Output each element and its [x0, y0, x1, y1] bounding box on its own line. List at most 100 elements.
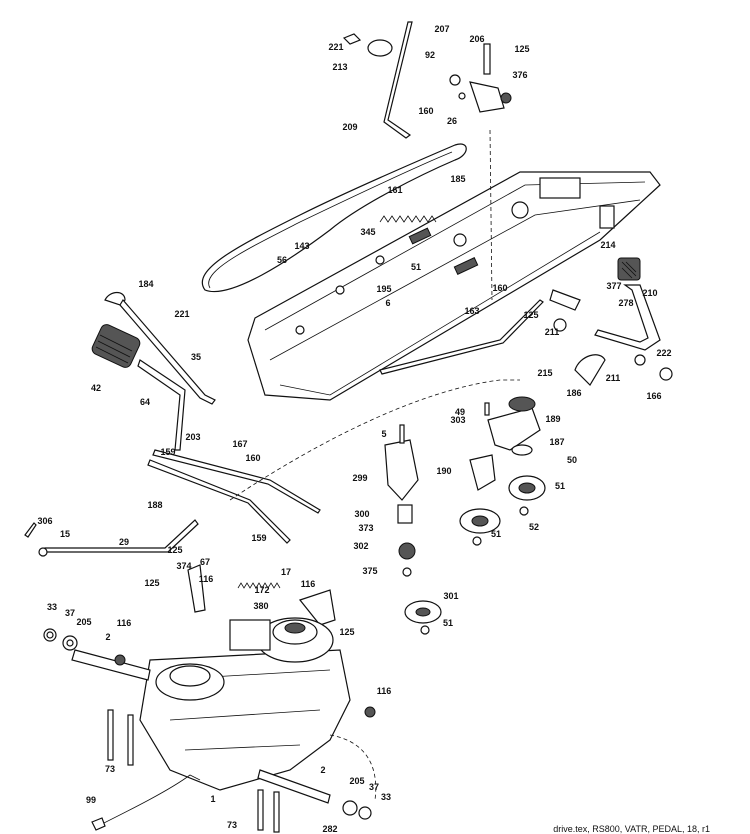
callout-207: 207	[434, 24, 449, 34]
idler-assembly	[384, 396, 546, 635]
callout-159: 159	[160, 447, 175, 457]
callout-15: 15	[60, 529, 70, 539]
callout-373: 373	[358, 523, 373, 533]
callout-190: 190	[436, 466, 451, 476]
callout-166: 166	[646, 391, 661, 401]
callout-167: 167	[232, 439, 247, 449]
callout-125: 125	[514, 44, 529, 54]
callout-125: 125	[523, 310, 538, 320]
callout-125: 125	[144, 578, 159, 588]
callout-2: 2	[320, 765, 325, 775]
callout-52: 52	[529, 522, 539, 532]
callout-37: 37	[65, 608, 75, 618]
callout-306: 306	[37, 516, 52, 526]
callout-160: 160	[418, 106, 433, 116]
callout-5: 5	[381, 429, 386, 439]
callout-209: 209	[342, 122, 357, 132]
callout-302: 302	[353, 541, 368, 551]
frame	[247, 171, 661, 401]
callout-299: 299	[352, 473, 367, 483]
callout-160: 160	[245, 453, 260, 463]
brake-pedal-42	[91, 291, 141, 368]
callout-125: 125	[167, 545, 182, 555]
dashed-guide	[229, 379, 520, 501]
callout-51: 51	[555, 481, 565, 491]
callout-33: 33	[47, 602, 57, 612]
forward-pedal-214	[549, 257, 673, 386]
callout-2: 2	[105, 632, 110, 642]
callout-221: 221	[174, 309, 189, 319]
callout-26: 26	[447, 116, 457, 126]
footer-label: drive.tex, RS800, VATR, PEDAL, 18, r1	[553, 824, 710, 834]
callout-49: 49	[455, 407, 465, 417]
callout-56: 56	[277, 255, 287, 265]
callout-92: 92	[425, 50, 435, 60]
callout-184: 184	[138, 279, 153, 289]
callout-195: 195	[376, 284, 391, 294]
callout-375: 375	[362, 566, 377, 576]
callout-1: 1	[210, 794, 215, 804]
callout-211: 211	[545, 327, 560, 337]
shift-lever-209	[383, 21, 413, 139]
callout-159: 159	[251, 533, 266, 543]
callout-33: 33	[381, 792, 391, 802]
callout-300: 300	[354, 509, 369, 519]
callout-116: 116	[117, 618, 132, 628]
callout-221: 221	[328, 42, 343, 52]
belt-56	[201, 143, 467, 293]
callout-99: 99	[86, 795, 96, 805]
callout-222: 222	[656, 348, 671, 358]
callout-172: 172	[254, 585, 269, 595]
callout-303: 303	[450, 415, 465, 425]
callout-211: 211	[606, 373, 621, 383]
spring-17	[237, 582, 281, 589]
callout-labels: 2212132072069212537616026209161185143345…	[37, 24, 671, 834]
callout-380: 380	[253, 601, 268, 611]
callout-376: 376	[512, 70, 527, 80]
callout-73: 73	[105, 764, 115, 774]
callout-42: 42	[91, 383, 101, 393]
callout-205: 205	[76, 617, 91, 627]
callout-161: 161	[387, 185, 402, 195]
callout-377: 377	[606, 281, 621, 291]
callout-37: 37	[369, 782, 379, 792]
callout-185: 185	[450, 174, 465, 184]
callout-189: 189	[545, 414, 560, 424]
callout-187: 187	[549, 437, 564, 447]
callout-203: 203	[185, 432, 200, 442]
callout-35: 35	[191, 352, 201, 362]
callout-50: 50	[567, 455, 577, 465]
callout-345: 345	[360, 227, 375, 237]
callout-116: 116	[199, 574, 214, 584]
callout-282: 282	[322, 824, 337, 834]
callout-6: 6	[385, 298, 390, 308]
callout-67: 67	[200, 557, 210, 567]
callout-143: 143	[294, 241, 309, 251]
callout-374: 374	[176, 561, 191, 571]
callout-163: 163	[464, 306, 479, 316]
callout-116: 116	[377, 686, 392, 696]
callout-73: 73	[227, 820, 237, 830]
callout-51: 51	[491, 529, 501, 539]
callout-186: 186	[566, 388, 581, 398]
callout-205: 205	[349, 776, 364, 786]
callout-213: 213	[332, 62, 347, 72]
callout-278: 278	[618, 298, 633, 308]
callout-17: 17	[281, 567, 291, 577]
callout-51: 51	[411, 262, 421, 272]
spring-161	[379, 215, 437, 223]
callout-188: 188	[147, 500, 162, 510]
callout-125: 125	[339, 627, 354, 637]
callout-301: 301	[443, 591, 458, 601]
callout-51: 51	[443, 618, 453, 628]
callout-64: 64	[140, 397, 150, 407]
callout-210: 210	[642, 288, 657, 298]
callout-160: 160	[492, 283, 507, 293]
callout-116: 116	[301, 579, 316, 589]
callout-29: 29	[119, 537, 129, 547]
callout-214: 214	[600, 240, 615, 250]
callout-215: 215	[537, 368, 552, 378]
callout-206: 206	[469, 34, 484, 44]
transaxle	[43, 617, 376, 833]
